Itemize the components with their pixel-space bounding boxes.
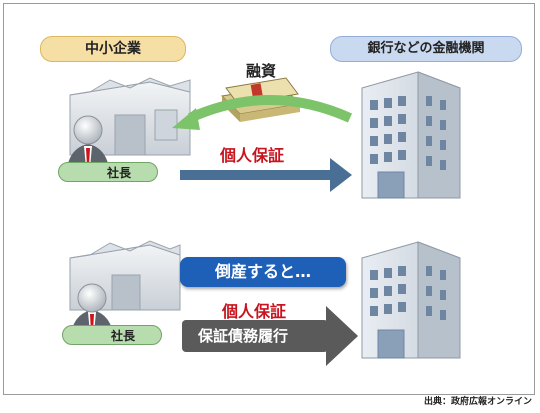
guarantee-arrow-top-head [330, 158, 352, 192]
president-nameplate-bottom: 社長 [62, 325, 162, 345]
guarantee-label-bottom: 個人保証 [222, 302, 287, 321]
bankruptcy-bubble: 倒産すると… [180, 257, 346, 287]
loan-label: 融資 [246, 62, 277, 80]
guarantee-performance-arrow [182, 306, 358, 366]
guarantee-performance-label: 保証債務履行 [198, 327, 289, 345]
bank-building-bottom-icon [361, 241, 461, 359]
guarantee-arrow-top [180, 170, 332, 180]
source-credit: 出典：政府広報オンライン [423, 397, 532, 407]
bank-building-top-icon [361, 71, 461, 199]
guarantee-label-top: 個人保証 [220, 146, 285, 165]
loan-arrow-head [172, 108, 200, 130]
president-nameplate-top: 社長 [58, 162, 158, 182]
company-tag: 中小企業 [40, 36, 186, 62]
loan-arrow [187, 95, 353, 123]
bank-tag: 銀行などの金融機関 [330, 36, 522, 62]
